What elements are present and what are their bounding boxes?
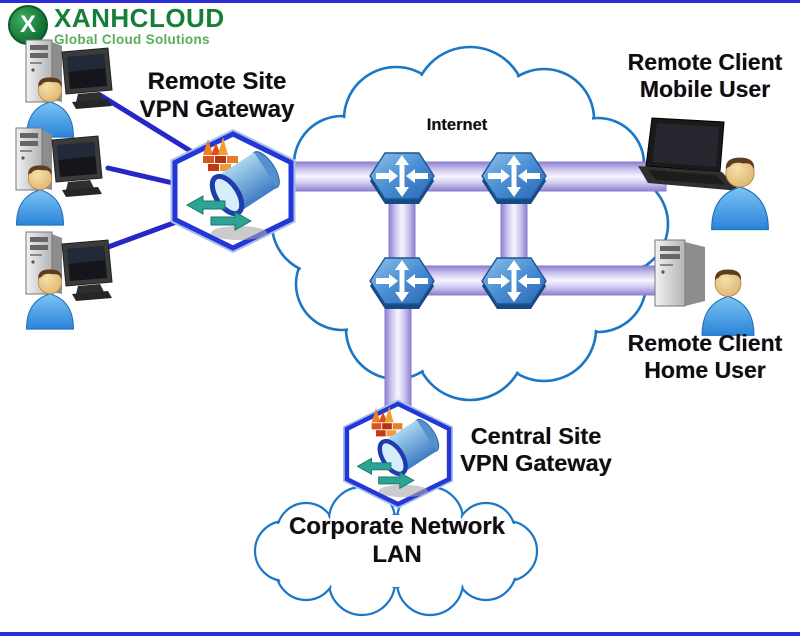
home-client-label-line1: Remote Client	[627, 330, 783, 356]
brand-logo: X XANHCLOUD Global Cloud Solutions	[8, 5, 225, 47]
remote-site-vpn-gateway-icon	[175, 134, 291, 248]
mobile-client-label: Remote Client Mobile User	[613, 49, 797, 103]
desktop-tower-user-icon	[654, 239, 755, 336]
mobile-client-label-line2: Mobile User	[639, 75, 771, 102]
corporate-lan-label-line1: Corporate Network	[288, 513, 506, 540]
internet-label: Internet	[426, 116, 488, 134]
brand-text: XANHCLOUD Global Cloud Solutions	[54, 5, 225, 47]
workstation-1-icon	[26, 40, 112, 137]
central-site-vpn-gateway-icon	[347, 404, 449, 504]
bottom-border-line	[0, 632, 800, 636]
central-gateway-label: Central Site VPN Gateway	[450, 423, 622, 478]
workstation-3-icon	[26, 232, 112, 329]
mobile-client-label-line1: Remote Client	[627, 49, 783, 75]
workstation-2-icon	[16, 128, 102, 225]
internet-cloud	[270, 45, 670, 402]
laptop-user-icon	[638, 117, 769, 231]
remote-gateway-label-line2: VPN Gateway	[139, 96, 295, 124]
corporate-lan-cloud	[253, 485, 539, 617]
remote-gateway-label-line1: Remote Site	[147, 68, 287, 95]
brand-name: XANHCLOUD	[54, 3, 225, 33]
brand-x-icon: X	[8, 5, 48, 45]
home-client-label-line2: Home User	[644, 356, 766, 383]
remote-gateway-label: Remote Site VPN Gateway	[128, 68, 306, 124]
corporate-lan-label-line2: LAN	[372, 541, 422, 569]
brand-x-letter: X	[19, 11, 36, 38]
central-gateway-label-line2: VPN Gateway	[460, 450, 612, 477]
brand-tagline: Global Cloud Solutions	[54, 32, 210, 47]
top-border-line	[0, 0, 800, 3]
home-client-label: Remote Client Home User	[613, 330, 797, 384]
corporate-lan-label: Corporate Network LAN	[283, 513, 511, 569]
central-gateway-label-line1: Central Site	[470, 423, 602, 449]
pipe-top-horizontal	[279, 161, 667, 192]
